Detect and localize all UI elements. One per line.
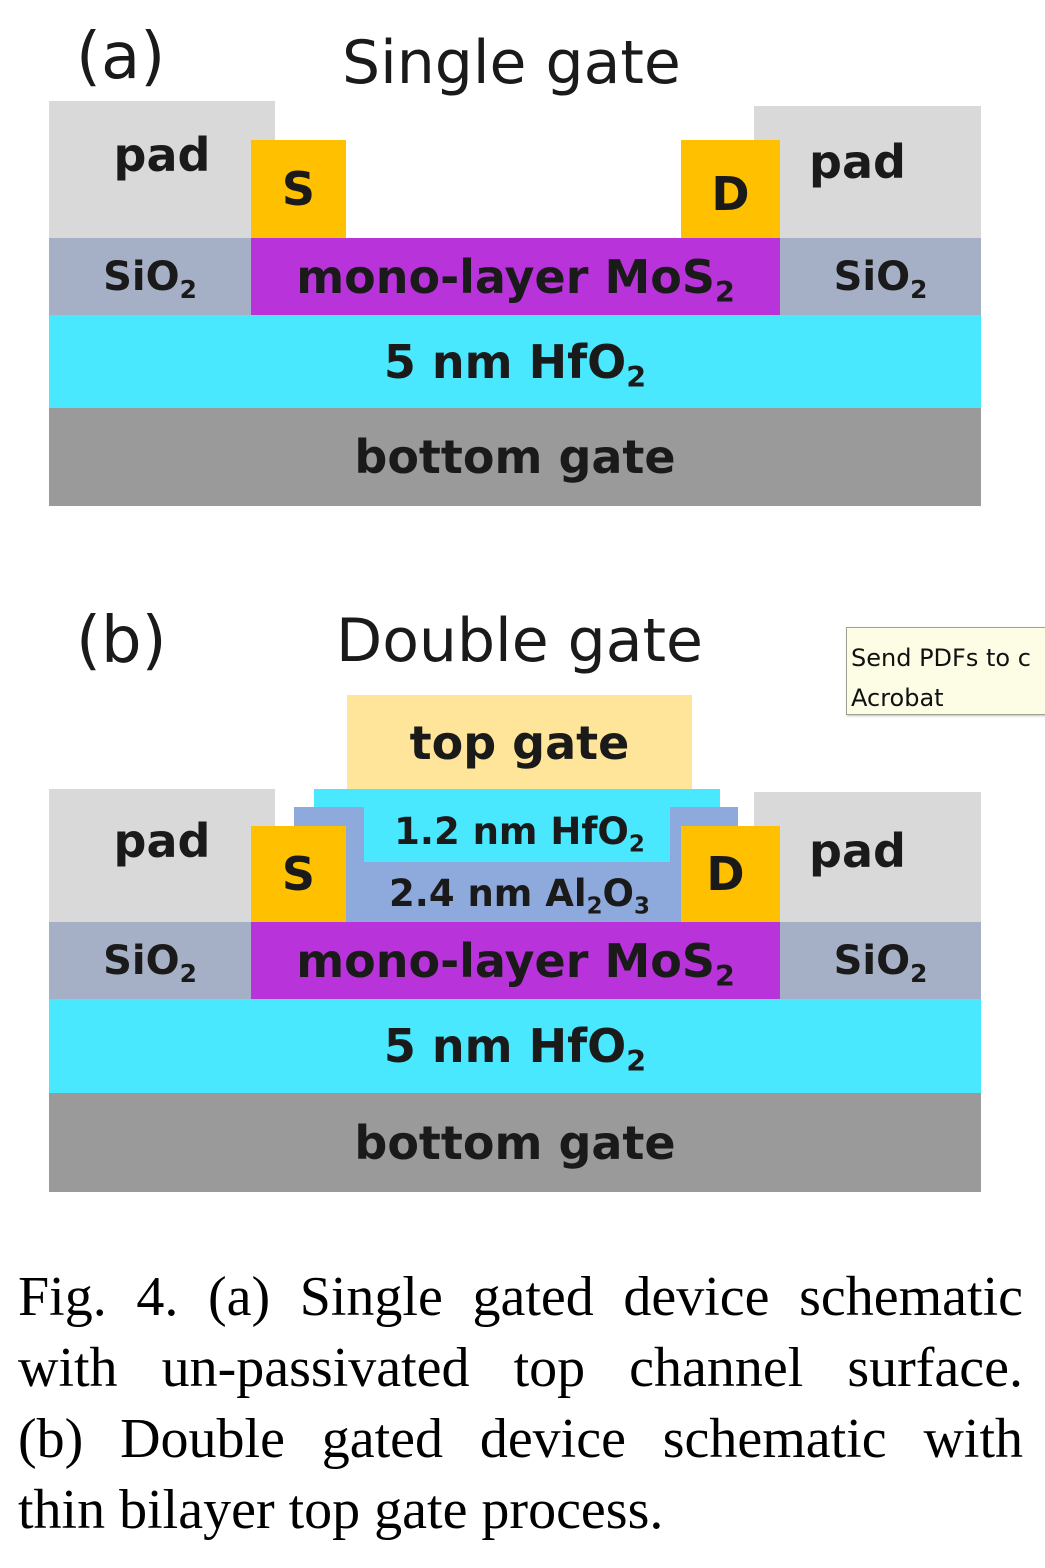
panel-a-sio2-right: SiO2 — [780, 238, 981, 315]
panel-a-mos2-base: mono-layer MoS — [296, 249, 715, 304]
panel-b-top-gate: top gate — [347, 695, 692, 790]
panel-b-hfo2-label: 5 nm HfO2 — [383, 1019, 646, 1076]
panel-b-label: (b) — [76, 604, 167, 678]
panel-b-hfo2-sub: 2 — [626, 1045, 647, 1079]
panel-b-sio2-left-base: SiO — [103, 937, 180, 984]
panel-a-sio2-left-sub: 2 — [179, 274, 197, 304]
panel-a-pad-right: pad — [754, 106, 981, 238]
panel-a-drain-label: D — [711, 167, 750, 221]
panel-a-mos2-label: mono-layer MoS2 — [296, 249, 735, 307]
panel-b-sio2-left-label: SiO2 — [103, 937, 197, 988]
panel-b-pad-left: pad — [49, 789, 275, 922]
panel-b-al2o3-label: 2.4 nm Al2O3 — [389, 871, 650, 918]
panel-a-sio2-left-base: SiO — [103, 253, 180, 300]
panel-b-hfo2-top-sub: 2 — [628, 830, 645, 857]
panel-a-label: (a) — [76, 20, 166, 94]
caption-line-4: thin bilayer top gate process. — [18, 1479, 664, 1541]
panel-b-al2o3-pre: 2.4 nm Al — [389, 871, 587, 915]
panel-b-sio2-right-sub: 2 — [910, 958, 928, 988]
panel-a-source-label: S — [281, 162, 316, 216]
caption-line-1: Fig. 4. (a) Single gated device schemati… — [18, 1266, 1023, 1328]
panel-b-bottom-gate: bottom gate — [49, 1093, 981, 1192]
panel-b-hfo2-top-base: 1.2 nm HfO — [394, 809, 629, 853]
caption-line-2: with un-passivated top channel surface. — [18, 1337, 1023, 1399]
panel-a-hfo2-sub: 2 — [626, 360, 647, 394]
panel-b-al2o3-sub2: 3 — [634, 892, 650, 919]
panel-b-al2o3-mid: O — [602, 871, 634, 915]
panel-a-sio2-left-label: SiO2 — [103, 253, 197, 304]
panel-b-title: Double gate — [336, 606, 703, 676]
panel-a-sio2-right-sub: 2 — [910, 274, 928, 304]
acrobat-tooltip[interactable]: Send PDFs to c Acrobat — [846, 627, 1045, 715]
panel-b-pad-right: pad — [754, 792, 981, 922]
panel-a-bottom-gate: bottom gate — [49, 408, 981, 506]
panel-b-top-gate-label: top gate — [409, 715, 630, 770]
panel-a-title: Single gate — [342, 28, 681, 98]
panel-b-hfo2-layer: 5 nm HfO2 — [49, 999, 981, 1093]
panel-a-mos2-sub: 2 — [714, 275, 735, 309]
panel-b-pad-right-label: pad — [809, 824, 906, 878]
panel-a-mos2-layer: mono-layer MoS2 — [251, 238, 780, 315]
panel-b-mos2-base: mono-layer MoS — [296, 933, 715, 988]
panel-a-hfo2-base: 5 nm HfO — [383, 334, 627, 389]
panel-b-pad-left-label: pad — [113, 813, 211, 868]
panel-b-source-label: S — [281, 847, 316, 901]
panel-a-hfo2-layer: 5 nm HfO2 — [49, 315, 981, 408]
panel-b-drain-contact: D — [681, 826, 780, 922]
panel-b-drain-label: D — [706, 847, 745, 901]
panel-b-sio2-left-sub: 2 — [179, 958, 197, 988]
panel-b-hfo2-top-body — [364, 807, 670, 862]
panel-b-source-contact: S — [251, 826, 346, 922]
panel-a-sio2-right-base: SiO — [833, 253, 911, 300]
panel-a-source-contact: S — [251, 140, 346, 238]
tooltip-line-1: Send PDFs to c — [851, 644, 1031, 672]
panel-b-hfo2-top-text: 1.2 nm HfO2 — [347, 800, 692, 862]
panel-b-al2o3-text: 2.4 nm Al2O3 — [347, 862, 692, 924]
panel-b-hfo2-top-cap — [314, 789, 720, 807]
panel-b-hfo2-base: 5 nm HfO — [383, 1019, 627, 1073]
panel-b-hfo2-top-label: 1.2 nm HfO2 — [394, 809, 645, 856]
panel-a-bottom-gate-label: bottom gate — [354, 430, 676, 484]
panel-a-hfo2-label: 5 nm HfO2 — [383, 334, 646, 392]
panel-a-drain-contact: D — [681, 140, 780, 238]
panel-b-sio2-left: SiO2 — [49, 922, 251, 999]
panel-b-mos2-label: mono-layer MoS2 — [296, 933, 735, 991]
panel-b-mos2-sub: 2 — [714, 959, 735, 993]
panel-a-sio2-right-label: SiO2 — [833, 253, 928, 304]
tooltip-line-2: Acrobat — [851, 684, 944, 712]
panel-b-bottom-gate-label: bottom gate — [354, 1115, 676, 1170]
figure-caption: Fig. 4. (a) Single gated device schemati… — [18, 1262, 1023, 1546]
panel-b-sio2-right-base: SiO — [833, 937, 911, 984]
panel-b-mos2-layer: mono-layer MoS2 — [251, 922, 780, 999]
panel-a-sio2-left: SiO2 — [49, 238, 251, 315]
panel-b-sio2-right: SiO2 — [780, 922, 981, 999]
panel-a-pad-left-label: pad — [113, 127, 211, 182]
panel-a-pad-right-label: pad — [809, 135, 906, 189]
panel-b-sio2-right-label: SiO2 — [833, 937, 928, 988]
caption-line-3: (b) Double gated device schematic with — [18, 1408, 1023, 1470]
panel-b-al2o3-sub1: 2 — [586, 892, 603, 919]
panel-a-pad-left: pad — [49, 101, 275, 238]
